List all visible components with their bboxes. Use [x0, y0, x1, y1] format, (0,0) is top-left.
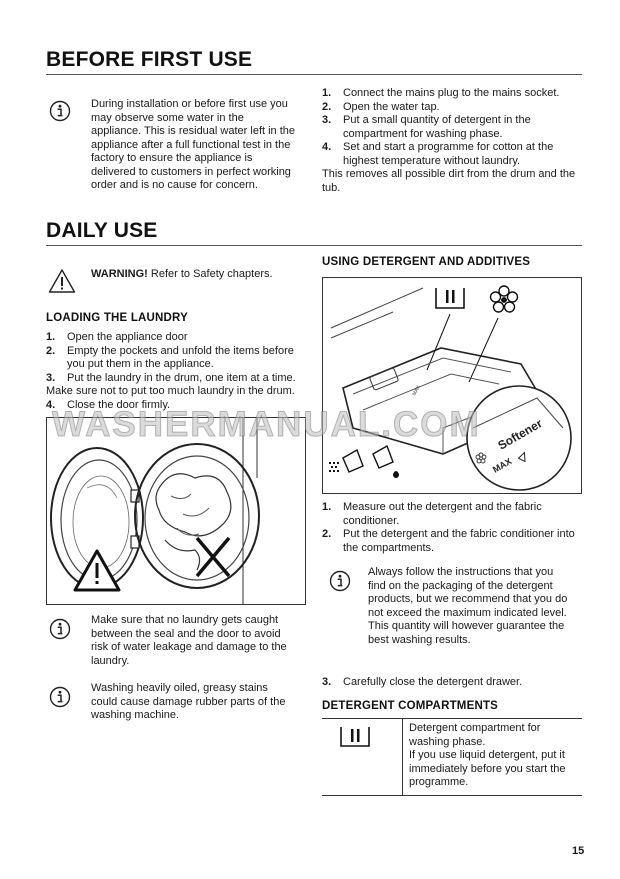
info-icon [49, 686, 71, 708]
step-number: 3. [322, 676, 332, 688]
list-item: 3. Put a small quantity of detergent in t… [322, 114, 584, 141]
warning-label: WARNING! [91, 268, 148, 280]
step-text: Connect the mains plug to the mains sock… [343, 87, 560, 99]
list-item: 1. Connect the mains plug to the mains so… [322, 87, 584, 101]
heading-using-detergent: USING DETERGENT AND ADDITIVES [322, 256, 531, 268]
list-item: 2. Put the detergent and the fabric condi… [322, 528, 584, 555]
info-icon [49, 618, 71, 640]
info-icon [49, 100, 71, 122]
section-divider [46, 74, 582, 75]
numbered-list: 1. Measure out the detergent and the fabr… [322, 501, 584, 555]
door-loading-illustration [46, 417, 306, 605]
svg-text:MAX: MAX [411, 384, 422, 397]
detergent-drawer-illustration: MAX Softener MAX [322, 277, 582, 494]
step-number: 3. [322, 114, 332, 126]
section-title-before-first-use: BEFORE FIRST USE [46, 48, 253, 71]
warning-text: WARNING! Refer to Safety chapters. [91, 268, 301, 282]
warning-triangle-icon [48, 269, 76, 293]
step-number: 4. [322, 141, 332, 153]
page-number: 15 [572, 845, 585, 857]
table-top-rule [322, 718, 582, 719]
step-number: 4. [46, 398, 56, 411]
compartment-description: Detergent compartment for washing phase.… [409, 722, 581, 790]
numbered-list: 4. Close the door firmly. [46, 399, 308, 413]
before-first-use-after-text: This removes all possible dirt from the … [322, 168, 576, 194]
heading-loading-laundry: LOADING THE LAUNDRY [46, 312, 189, 324]
table-bottom-rule [322, 795, 582, 796]
section-title-daily-use: DAILY USE [46, 219, 158, 242]
washing-machine-door-drawing [50, 418, 260, 604]
washing-phase-icon [340, 727, 370, 747]
step-number: 1. [322, 87, 332, 99]
list-item: 4. Close the door firmly. [46, 399, 308, 413]
heading-detergent-compartments: DETERGENT COMPARTMENTS [322, 700, 499, 712]
table-column-divider [402, 719, 403, 795]
list-item: 1. Open the appliance door [46, 331, 308, 345]
list-item: 1. Measure out the detergent and the fabr… [322, 501, 584, 528]
detergent-step-3: 3. Carefully close the detergent drawer. [322, 676, 584, 690]
before-first-use-note: During installation or before first use … [91, 98, 296, 191]
numbered-list: 3. Carefully close the detergent drawer. [322, 676, 584, 690]
list-item: 2. Open the water tap. [322, 101, 584, 115]
step-text: Put the laundry in the drum, one item at… [67, 371, 296, 384]
step-text: Open the appliance door [67, 331, 188, 343]
list-item: 4. Set and start a programme for cotton a… [322, 141, 584, 168]
compartment-line: Detergent compartment for washing phase. [409, 722, 541, 748]
step-text: Set and start a programme for cotton at … [343, 141, 554, 167]
list-item: 3. Carefully close the detergent drawer. [322, 676, 584, 690]
loading-middle-text: Make sure not to put too much laundry in… [46, 385, 295, 397]
before-first-use-steps: 1. Connect the mains plug to the mains so… [322, 87, 584, 195]
detergent-drawer-drawing: MAX Softener MAX [329, 284, 572, 491]
step-text: Open the water tap. [343, 100, 440, 113]
compartment-washing-symbol: II [338, 724, 372, 750]
step-text: Measure out the detergent and the fabric… [343, 501, 542, 527]
step-text: Put a small quantity of detergent in the… [343, 114, 531, 140]
step-text: Put the detergent and the fabric conditi… [343, 528, 575, 554]
loading-note-seal: Make sure that no laundry gets caught be… [91, 614, 287, 667]
info-icon [329, 570, 351, 592]
step-number: 1. [46, 331, 56, 343]
step-number: 2. [322, 528, 332, 540]
detergent-note: Always follow the instructions that you … [368, 566, 568, 646]
step-number: 2. [322, 100, 332, 113]
list-item: 2. Empty the pockets and unfold the items… [46, 345, 308, 372]
section-divider [46, 245, 582, 246]
warning-body: Refer to Safety chapters. [147, 268, 273, 280]
detergent-steps: 1. Measure out the detergent and the fabr… [322, 501, 584, 555]
watermark: WASHERMANUAL.COM [52, 405, 481, 444]
numbered-list: 1. Open the appliance door 2. Empty the poc… [46, 331, 308, 385]
step-number: 1. [322, 501, 332, 513]
step-text: Empty the pockets and unfold the items b… [67, 344, 294, 371]
list-item: 3. Put the laundry in the drum, one item … [46, 372, 308, 386]
step-number: 3. [46, 371, 56, 384]
step-text: Carefully close the detergent drawer. [343, 676, 523, 688]
compartment-line: If you use liquid detergent, put it imme… [409, 749, 566, 788]
loading-note-greasy: Washing heavily oiled, greasy stains cou… [91, 682, 286, 721]
step-text: Close the door firmly. [67, 398, 171, 411]
loading-steps: 1. Open the appliance door 2. Empty the poc… [46, 331, 308, 412]
numbered-list: 1. Connect the mains plug to the mains so… [322, 87, 584, 168]
step-number: 2. [46, 344, 56, 357]
